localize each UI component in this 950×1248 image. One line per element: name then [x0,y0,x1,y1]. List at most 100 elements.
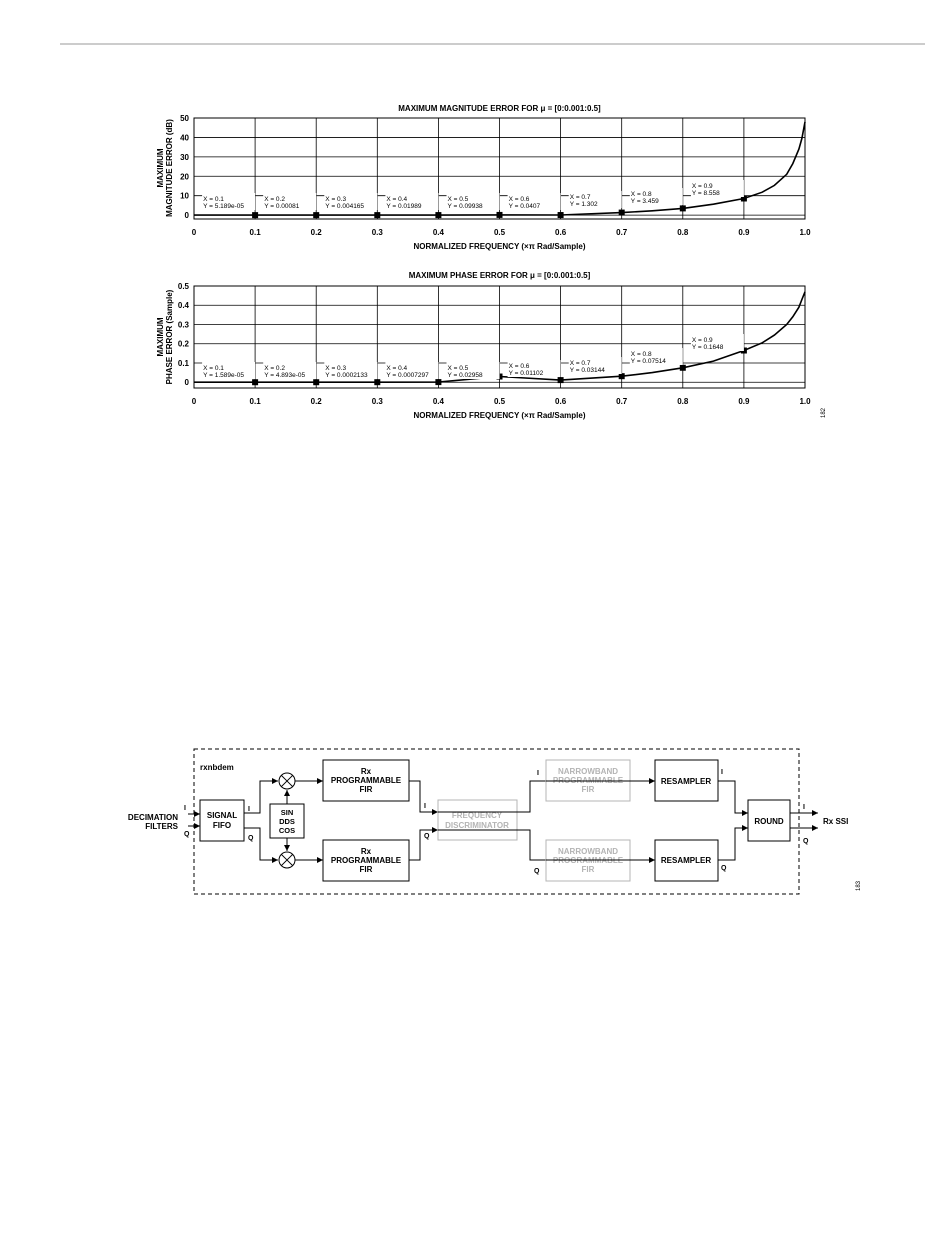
resampler-i-label: RESAMPLER [661,777,711,786]
data-marker [557,212,564,219]
data-label-y: Y = 3.459 [631,198,659,205]
fir-i-label: I [424,803,426,810]
y-tick-label: 0.3 [178,320,190,329]
x-tick-label: 0.7 [616,397,628,406]
data-label-y: Y = 5.189e-05 [203,203,244,210]
data-label-y: Y = 0.03144 [570,367,606,374]
data-marker [374,379,381,386]
data-label-x: X = 0.2 [264,365,285,372]
bypass-q-label: Q [534,868,540,875]
bypass-i-line [438,780,546,813]
y-axis-label-line1: MAXIMUM [156,148,165,187]
signal-fifo-line1: SIGNAL [207,811,237,820]
dds-line3: COS [279,826,295,835]
data-marker [435,379,442,386]
x-tick-label: 0.5 [494,228,506,237]
data-marker [618,209,625,216]
x-tick-label: 0.2 [311,397,323,406]
y-tick-label: 0.4 [178,301,190,310]
y-tick-label: 0.1 [178,359,190,368]
figure-number-182: 182 [821,407,827,418]
fifo-q-label: Q [248,835,254,842]
phase-error-chart: MAXIMUM PHASE ERROR FOR μ = [0:0.001:0.5… [156,271,811,420]
x-tick-label: 0.4 [433,228,445,237]
data-label-box [568,357,622,374]
fifo-i-path [244,778,278,814]
y-tick-label: 20 [180,172,189,181]
y-tick-label: 0 [185,211,190,220]
chart-title: MAXIMUM PHASE ERROR FOR μ = [0:0.001:0.5… [409,271,591,280]
data-label-x: X = 0.6 [509,363,530,370]
data-marker [740,195,747,202]
rxnbdem-block-diagram: rxnbdem DECIMATION FILTERS I Q SIGNAL FI… [128,748,862,895]
data-label-y: Y = 0.0007297 [386,372,429,379]
data-label-x: X = 0.2 [264,196,285,203]
data-label-box [202,362,256,379]
y-axis-label-line1: MAXIMUM [156,317,165,356]
nb-fir-q-line3: FIR [582,865,595,874]
data-label-box [263,362,317,379]
data-marker [557,377,564,384]
y-tick-label: 50 [180,114,189,123]
x-tick-label: 0.8 [677,228,689,237]
data-marker [435,212,442,219]
data-label-x: X = 0.7 [570,194,591,201]
module-boundary [193,748,800,895]
x-tick-label: 0.9 [738,228,750,237]
freq-disc-line2: DISCRIMINATOR [445,821,509,830]
x-axis-label: NORMALIZED FREQUENCY (×π Rad/Sample) [414,242,586,251]
chart-title: MAXIMUM MAGNITUDE ERROR FOR μ = [0:0.001… [398,104,601,113]
resampler-q-out-label: Q [721,865,727,872]
data-marker [374,212,381,219]
x-tick-label: 0.1 [250,228,262,237]
data-label-y: Y = 0.07514 [631,358,667,365]
data-label-x: X = 0.9 [692,183,713,190]
data-label-box [507,193,561,210]
data-marker [313,379,320,386]
signal-fifo-block [199,799,245,842]
output-q-label: Q [803,838,809,845]
fir-q-label: Q [424,833,430,840]
module-name: rxnbdem [200,763,234,772]
magnitude-error-chart: MAXIMUM MAGNITUDE ERROR FOR μ = [0:0.001… [156,104,811,251]
resampler-i-path [718,780,748,816]
data-label-box [507,360,561,377]
nb-fir-i-line1: NARROWBAND [558,767,618,776]
dds-line1: SIN [281,808,294,817]
x-tick-label: 0.6 [555,397,567,406]
y-tick-label: 0.2 [178,340,190,349]
data-label-box [324,193,378,210]
data-label-x: X = 0.8 [631,191,652,198]
data-label-box [690,334,744,351]
y-tick-label: 0.5 [178,282,190,291]
data-label-y: Y = 4.893e-05 [264,372,305,379]
input-i-label: I [184,805,186,812]
data-label-box [385,193,439,210]
input-label-line1: DECIMATION [128,813,178,822]
data-label-box [690,180,744,197]
x-tick-label: 0.5 [494,397,506,406]
x-tick-label: 0 [192,228,197,237]
data-label-x: X = 0.6 [509,196,530,203]
x-tick-label: 0.3 [372,228,384,237]
nb-fir-q-line1: NARROWBAND [558,847,618,856]
freq-disc-line1: FREQUENCY [452,811,503,820]
output-i-label: I [803,804,805,811]
data-label-box [629,188,683,205]
nb-fir-i-line3: FIR [582,785,595,794]
y-axis-label-line2: MAGNITUDE ERROR (dB) [165,119,174,217]
x-tick-label: 0.2 [311,228,323,237]
data-label-y: Y = 0.1648 [692,344,724,351]
x-tick-label: 0.6 [555,228,567,237]
x-tick-label: 0.7 [616,228,628,237]
data-marker [618,373,625,380]
data-label-box [324,362,378,379]
x-tick-label: 0.8 [677,397,689,406]
resampler-q-label: RESAMPLER [661,856,711,865]
resampler-i-block [654,759,719,802]
data-label-x: X = 0.5 [448,365,469,372]
y-tick-label: 40 [180,133,189,142]
data-label-y: Y = 0.0407 [509,203,541,210]
freq-discriminator-block [437,799,518,841]
